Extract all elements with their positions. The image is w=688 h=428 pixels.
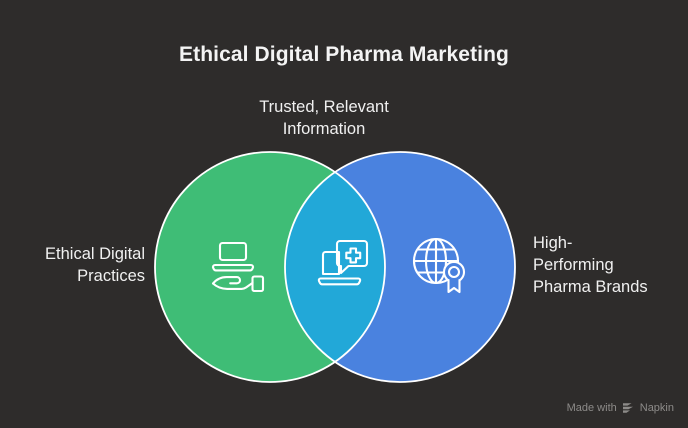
venn-label-left: Ethical Digital Practices	[45, 245, 145, 285]
venn-circle-left-outline	[154, 151, 386, 383]
venn-label-intersection: Trusted, Relevant Information	[259, 98, 389, 138]
watermark-brand: Napkin	[639, 402, 674, 414]
venn-label-right: High- Performing Pharma Brands	[533, 234, 648, 296]
page-title: Ethical Digital Pharma Marketing	[179, 43, 509, 66]
venn-intersection[interactable]	[285, 152, 515, 382]
watermark-prefix: Made with	[566, 402, 617, 414]
watermark[interactable]: Made with Napkin	[567, 402, 674, 414]
napkin-chevron-logo	[622, 403, 633, 413]
venn-circle-right-outline	[284, 151, 516, 383]
